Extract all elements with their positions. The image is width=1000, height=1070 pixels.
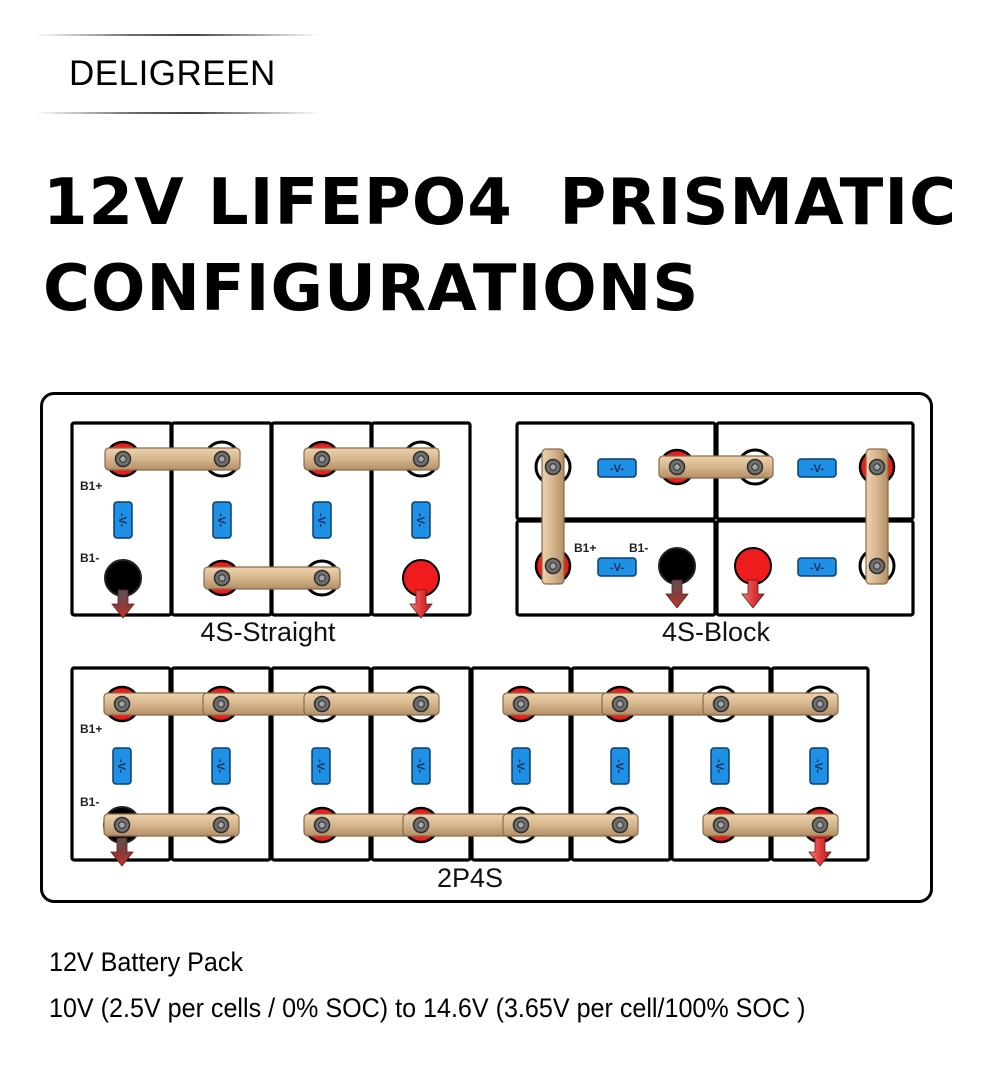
- negative-output-terminal-icon: [658, 547, 696, 585]
- busbar: [502, 813, 639, 837]
- label-b1-negative: B1-: [80, 551, 99, 565]
- busbar: [658, 455, 774, 479]
- output-arrow-icon: [409, 589, 433, 619]
- voltage-badge-icon: -V-: [797, 557, 837, 577]
- label-b1-positive: B1+: [80, 479, 102, 493]
- voltage-badge-icon: -V-: [411, 747, 431, 785]
- voltage-badge-icon: -V-: [311, 747, 331, 785]
- output-arrow-icon: [665, 579, 689, 609]
- label-b1-positive: B1+: [574, 541, 596, 555]
- voltage-badge-icon: -V-: [597, 458, 637, 478]
- busbar: [702, 692, 839, 716]
- output-arrow-icon: [111, 589, 135, 619]
- voltage-badge-icon: -V-: [112, 747, 132, 785]
- config-4s-block: -V- -V- -V- -V- B1+ B1- 4S-Block: [515, 421, 915, 647]
- voltage-badge-icon: -V-: [212, 501, 232, 539]
- busbar: [303, 447, 440, 471]
- svg-text:-V-: -V-: [414, 513, 426, 527]
- svg-text:-V-: -V-: [514, 759, 526, 773]
- label-b1-negative: B1-: [80, 795, 99, 809]
- busbar: [702, 813, 839, 837]
- svg-text:-V-: -V-: [214, 759, 226, 773]
- svg-text:-V-: -V-: [610, 463, 624, 475]
- voltage-badge-icon: -V-: [211, 747, 231, 785]
- svg-text:-V-: -V-: [215, 513, 227, 527]
- label-b1-negative: B1-: [629, 541, 648, 555]
- svg-text:-V-: -V-: [810, 463, 824, 475]
- caption-pack-name: 12V Battery Pack: [49, 947, 244, 977]
- busbar: [303, 692, 440, 716]
- svg-text:-V-: -V-: [414, 759, 426, 773]
- output-arrow-icon: [110, 837, 134, 867]
- voltage-badge-icon: -V-: [113, 501, 133, 539]
- voltage-badge-icon: -V-: [710, 747, 730, 785]
- label-b1-positive: B1+: [80, 722, 102, 736]
- brand-rule-bottom: [35, 112, 320, 114]
- caption-voltage-range: 10V (2.5V per cells / 0% SOC) to 14.6V (…: [49, 993, 806, 1023]
- page-title: 12V LIFEPO4 PRISMATIC CONFIGURATIONS: [43, 160, 957, 332]
- svg-text:-V-: -V-: [713, 759, 725, 773]
- voltage-badge-icon: -V-: [809, 747, 829, 785]
- voltage-badge-icon: -V-: [411, 501, 431, 539]
- svg-text:-V-: -V-: [610, 562, 624, 574]
- diagram-frame: [40, 392, 933, 903]
- busbar: [104, 447, 241, 471]
- svg-text:-V-: -V-: [116, 513, 128, 527]
- svg-text:-V-: -V-: [115, 759, 127, 773]
- config-2p4s: -V- -V- -V- -V- -V- -V- -V- -V- B1+ B1- 2P4S: [70, 666, 870, 893]
- svg-text:-V-: -V-: [315, 513, 327, 527]
- svg-text:-V-: -V-: [810, 562, 824, 574]
- config-label-4s-straight: 4S-Straight: [200, 617, 336, 647]
- brand-rule-top: [35, 34, 320, 36]
- svg-text:-V-: -V-: [613, 759, 625, 773]
- busbar: [865, 448, 889, 585]
- voltage-badge-icon: -V-: [312, 501, 332, 539]
- svg-text:-V-: -V-: [314, 759, 326, 773]
- title-line-2: CONFIGURATIONS: [43, 252, 700, 326]
- config-4s-straight: -V- -V- -V- -V- B1+ B1- 4S-Straight: [70, 421, 472, 647]
- busbar: [103, 813, 240, 837]
- svg-text:-V-: -V-: [812, 759, 824, 773]
- config-label-4s-block: 4S-Block: [662, 617, 771, 647]
- voltage-badge-icon: -V-: [610, 747, 630, 785]
- voltage-badge-icon: -V-: [511, 747, 531, 785]
- voltage-badge-icon: -V-: [797, 458, 837, 478]
- positive-output-terminal-icon: [734, 547, 772, 585]
- config-label-2p4s: 2P4S: [437, 863, 503, 893]
- busbar: [541, 448, 565, 585]
- title-line-1: 12V LIFEPO4 PRISMATIC: [43, 166, 958, 240]
- output-arrow-icon: [741, 579, 765, 609]
- brand-name: DELIGREEN: [69, 54, 276, 93]
- busbar: [203, 566, 341, 590]
- output-arrow-icon: [808, 837, 832, 867]
- voltage-badge-icon: -V-: [597, 557, 637, 577]
